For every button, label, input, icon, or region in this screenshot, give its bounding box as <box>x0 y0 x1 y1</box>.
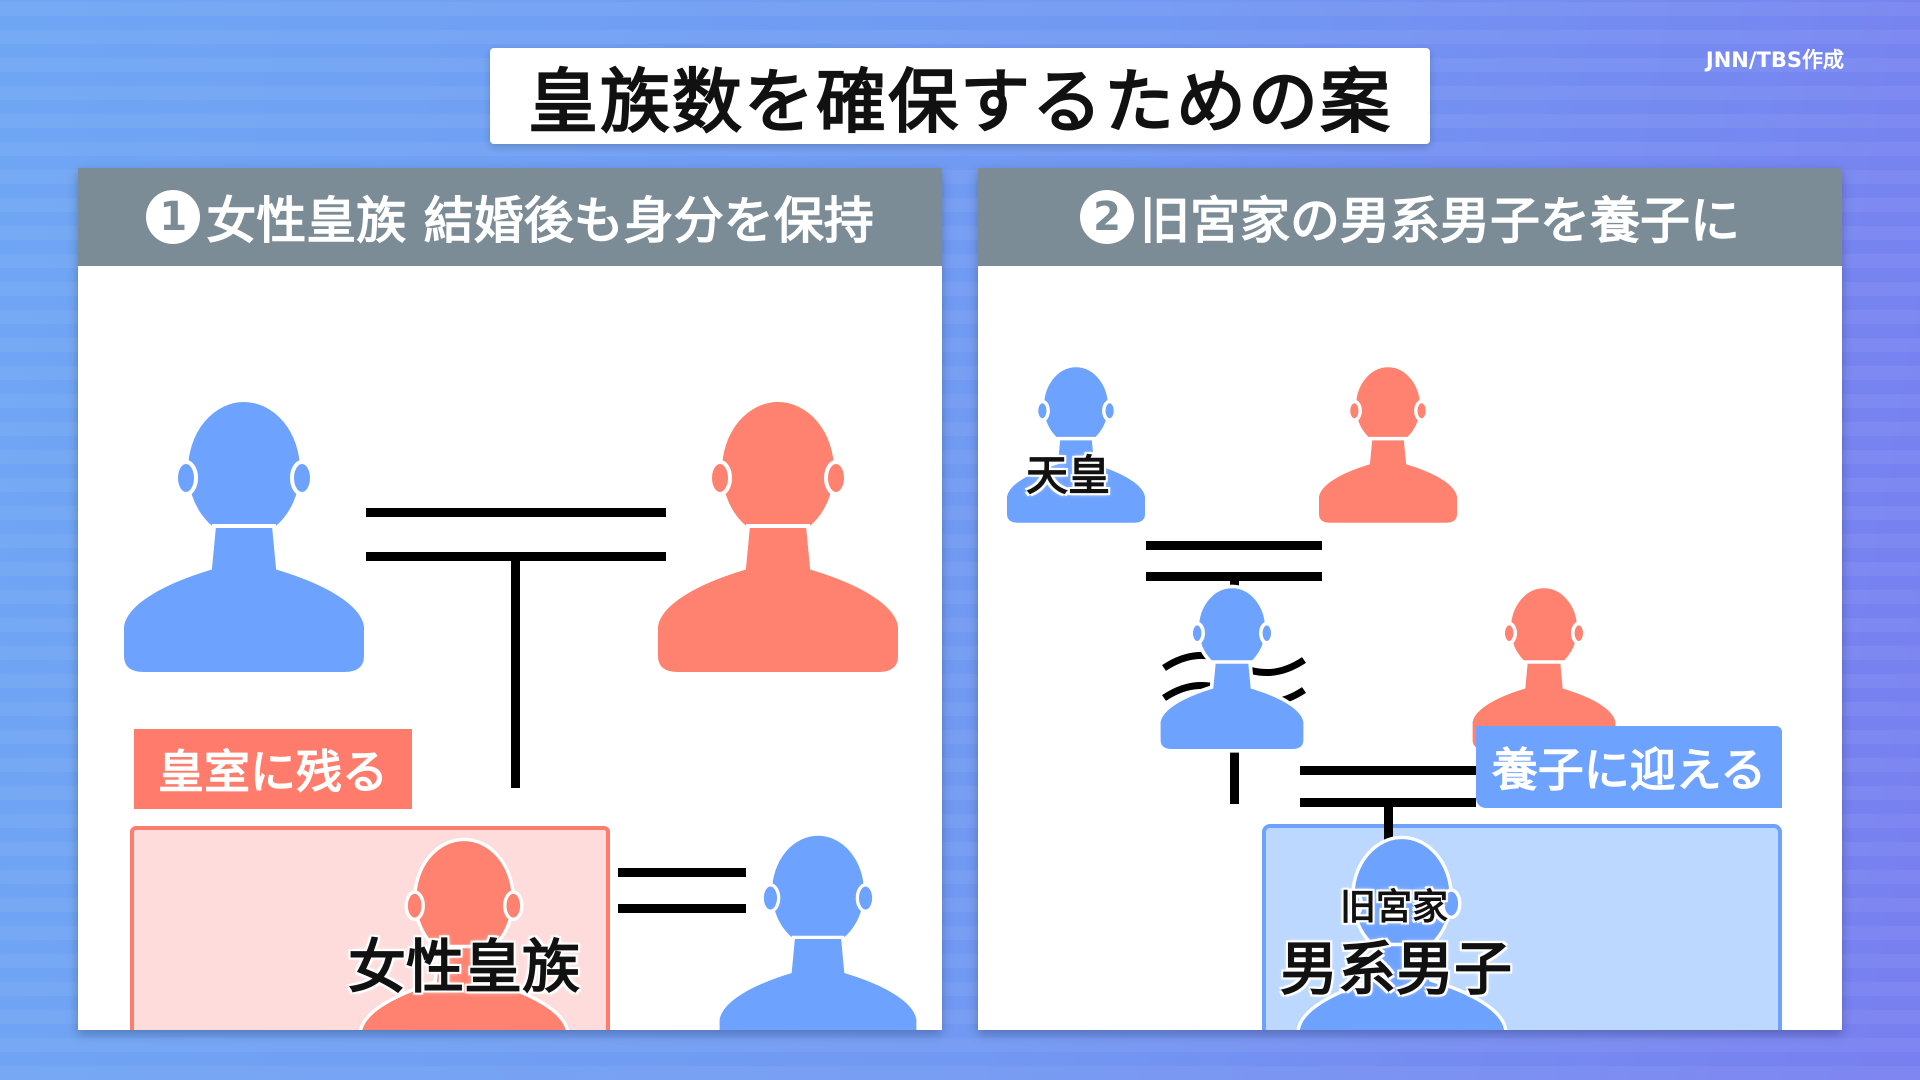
panel-left-heading: 女性皇族 結婚後も身分を保持 <box>206 192 874 250</box>
panel-right-header: 2 旧宮家の男系男子を養子に <box>978 168 1842 266</box>
number-badge-1: 1 <box>146 190 201 244</box>
spouse-line-top <box>618 868 746 877</box>
emperor-marriage-line-top <box>1146 541 1322 550</box>
empress-silhouette <box>1315 363 1461 527</box>
credit-text: JNN/TBS作成 <box>1705 48 1844 72</box>
panel-adoption: 2 旧宮家の男系男子を養子に <box>978 168 1842 1030</box>
spouse-line-bottom <box>618 904 746 913</box>
male-line-male-label: 男系男子 <box>1280 935 1513 1003</box>
former-miyake-label: 旧宮家 <box>1340 887 1449 928</box>
mother-silhouette <box>654 398 902 676</box>
emperor-label: 天皇 <box>1026 451 1111 500</box>
descent-line <box>511 556 520 788</box>
panel-left-header: 1 女性皇族 結婚後も身分を保持 <box>78 168 942 266</box>
remain-tag-label: 皇室に残る <box>158 745 388 799</box>
spouse-silhouette <box>716 832 920 1030</box>
female-royal-label: 女性皇族 <box>348 933 581 1001</box>
father-silhouette <box>120 398 368 676</box>
panel-female-royals: 1 女性皇族 結婚後も身分を保持 皇室に残る 女性皇族 <box>78 168 942 1030</box>
adopt-tag-label: 養子に迎える <box>1491 743 1767 797</box>
remain-tag: 皇室に残る <box>134 729 412 809</box>
title-box: 皇族数を確保するための案 <box>490 48 1430 144</box>
family-tree-right <box>1003 363 1782 1030</box>
miyake-marriage-line-top <box>1300 766 1476 775</box>
marriage-line-top <box>366 508 666 517</box>
page-title: 皇族数を確保するための案 <box>528 60 1392 143</box>
panel-right-heading: 旧宮家の男系男子を養子に <box>1140 192 1740 250</box>
number-badge-2: 2 <box>1080 190 1134 244</box>
adopt-tag: 養子に迎える <box>1476 726 1782 808</box>
family-tree-left <box>120 398 920 1030</box>
